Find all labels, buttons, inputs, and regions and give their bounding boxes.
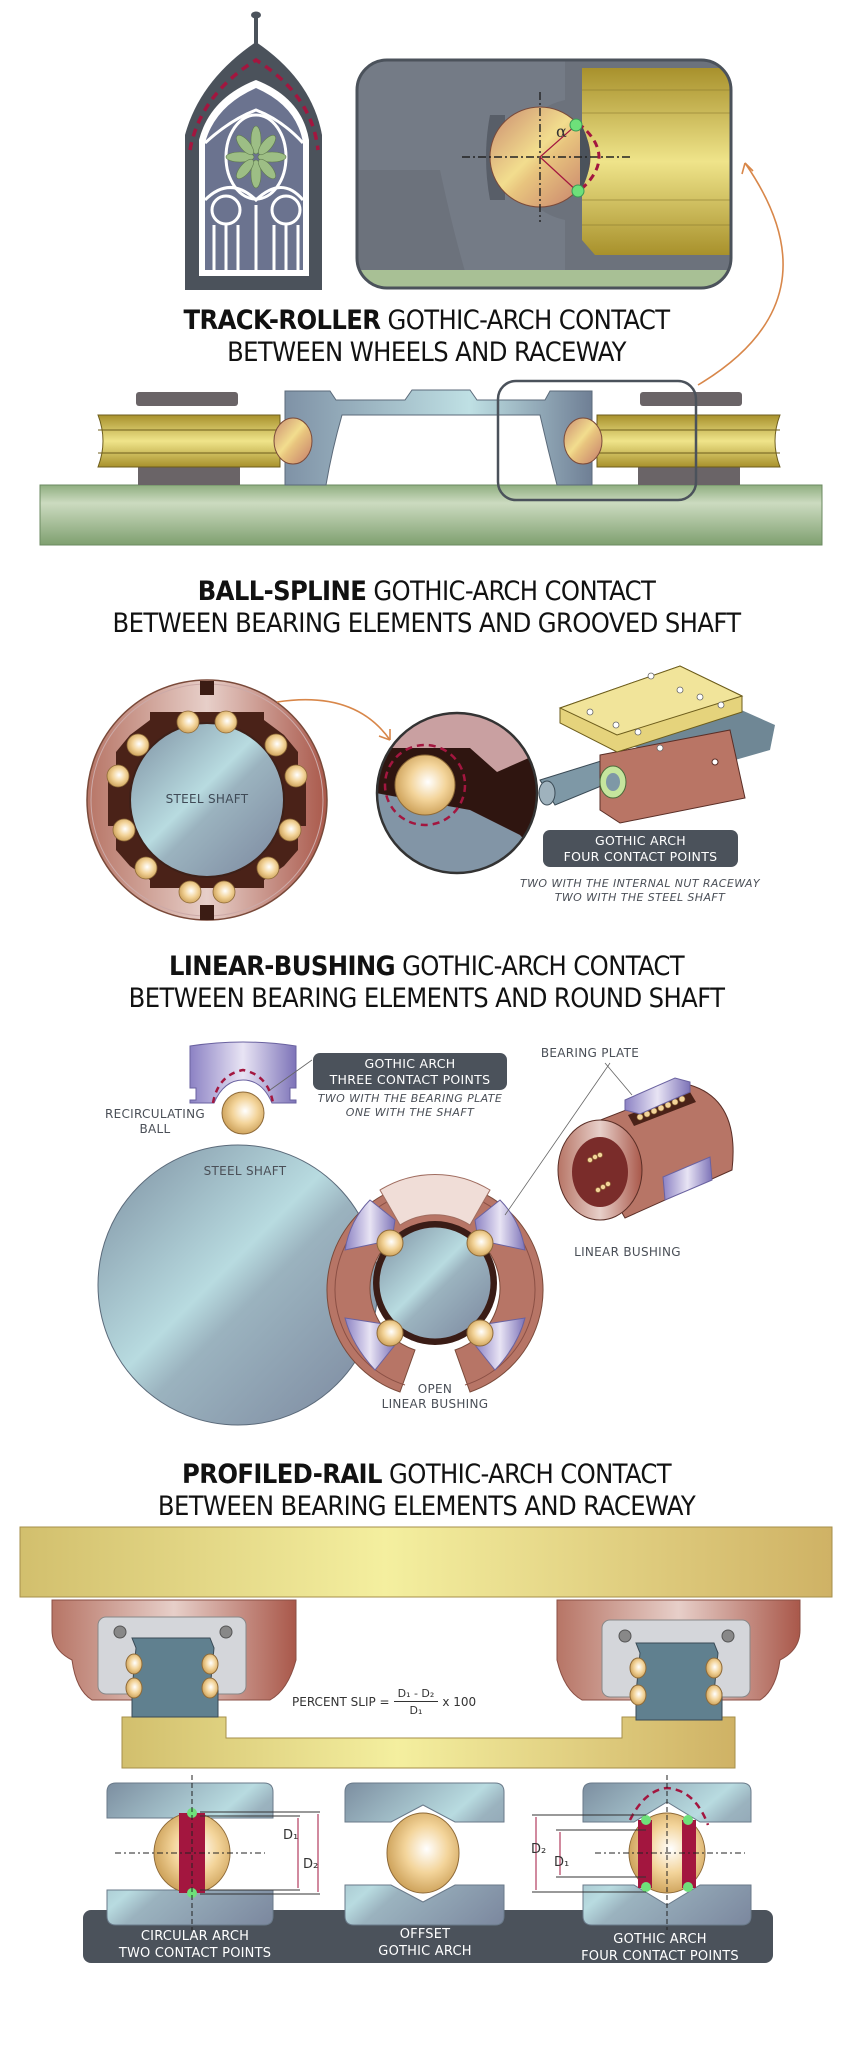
ball-spline-title: BALL-SPLINE GOTHIC-ARCH CONTACT BETWEEN … <box>0 576 853 640</box>
title-line-2: BETWEEN BEARING ELEMENTS AND RACEWAY <box>157 1491 696 1522</box>
dimension-d2-label: D₂ <box>303 1857 319 1872</box>
type-line-1: GOTHIC ARCH <box>613 1932 707 1947</box>
profiled-rail-assembly <box>19 1526 833 1769</box>
linear-bushing-diagram <box>97 1041 734 1426</box>
type-line-2: GOTHIC ARCH <box>378 1944 472 1959</box>
ball-spline-cross-section <box>86 679 328 921</box>
note-line-2: ONE WITH THE SHAFT <box>345 1106 475 1119</box>
contact-note: TWO WITH THE BEARING PLATE ONE WITH THE … <box>290 1092 530 1120</box>
gothic-arch-badge: GOTHIC ARCH FOUR CONTACT POINTS <box>543 830 738 867</box>
roller-contact-detail <box>355 58 733 290</box>
type-line-2: TWO CONTACT POINTS <box>118 1946 272 1961</box>
formula-denominator: D₁ <box>409 1704 423 1717</box>
title-rest: GOTHIC-ARCH CONTACT <box>380 305 671 336</box>
linear-bushing-label: LINEAR BUSHING <box>574 1245 681 1259</box>
type-line-2: FOUR CONTACT POINTS <box>581 1949 739 1964</box>
ball-spline-nut-3d <box>538 665 775 824</box>
bearing-plate-label: BEARING PLATE <box>540 1046 640 1060</box>
open-linear-bushing-label: OPEN LINEAR BUSHING <box>370 1382 500 1412</box>
title-rest: GOTHIC-ARCH CONTACT <box>381 1459 672 1490</box>
dimension-d1-label: D₁ <box>554 1855 570 1870</box>
title-line-2: BETWEEN WHEELS AND RACEWAY <box>227 337 626 368</box>
formula-numerator: D₁ - D₂ <box>393 1687 439 1702</box>
gothic-arch-badge: GOTHIC ARCH THREE CONTACT POINTS <box>313 1053 507 1090</box>
badge-line-1: GOTHIC ARCH <box>595 833 686 848</box>
title-bold: PROFILED-RAIL <box>182 1459 382 1490</box>
recirculating-ball-label: RECIRCULATING BALL <box>90 1107 220 1137</box>
steel-shaft-label: STEEL SHAFT <box>165 792 249 806</box>
contact-note: TWO WITH THE INTERNAL NUT RACEWAY TWO WI… <box>500 877 780 905</box>
arrow-head-icon <box>378 729 391 741</box>
title-line-2: BETWEEN BEARING ELEMENTS AND ROUND SHAFT <box>128 983 725 1014</box>
title-rest: GOTHIC-ARCH CONTACT <box>394 951 685 982</box>
title-rest: GOTHIC-ARCH CONTACT <box>366 576 656 607</box>
label-line-1: OPEN <box>417 1382 453 1396</box>
note-line-1: TWO WITH THE BEARING PLATE <box>317 1092 503 1105</box>
linear-bushing-title: LINEAR-BUSHING GOTHIC-ARCH CONTACT BETWE… <box>0 951 853 1015</box>
formula-fraction: D₁ - D₂ D₁ <box>393 1687 439 1717</box>
title-bold: TRACK-ROLLER <box>183 305 381 336</box>
gothic-window-icon <box>185 11 322 290</box>
contact-type-comparison <box>83 1775 773 1963</box>
percent-slip-formula: PERCENT SLIP = D₁ - D₂ D₁ x 100 <box>292 1687 476 1717</box>
callout-arrow <box>276 698 391 741</box>
label-line-2: BALL <box>139 1122 171 1136</box>
badge-line-1: GOTHIC ARCH <box>364 1056 456 1071</box>
track-roller-title: TRACK-ROLLER GOTHIC-ARCH CONTACT BETWEEN… <box>0 305 853 369</box>
title-line-2: BETWEEN BEARING ELEMENTS AND GROOVED SHA… <box>112 608 742 639</box>
dimension-d2-label: D₂ <box>531 1842 547 1857</box>
steel-shaft-label: STEEL SHAFT <box>203 1164 287 1178</box>
label-line-1: RECIRCULATING <box>104 1107 206 1121</box>
arrow-head-icon <box>741 162 754 175</box>
title-bold: BALL-SPLINE <box>197 576 367 607</box>
badge-line-2: FOUR CONTACT POINTS <box>563 849 718 864</box>
highlight-box <box>496 379 698 502</box>
note-line-1: TWO WITH THE INTERNAL NUT RACEWAY <box>519 877 761 890</box>
contact-type-circular-arch: CIRCULAR ARCH TWO CONTACT POINTS <box>95 1928 295 1962</box>
profiled-rail-title: PROFILED-RAIL GOTHIC-ARCH CONTACT BETWEE… <box>0 1459 853 1523</box>
badge-line-2: THREE CONTACT POINTS <box>329 1072 491 1087</box>
type-line-1: CIRCULAR ARCH <box>140 1929 250 1944</box>
type-line-1: OFFSET <box>399 1927 451 1942</box>
ball-spline-detail <box>375 711 539 875</box>
alpha-angle-label: α <box>556 122 567 141</box>
contact-type-gothic-arch: GOTHIC ARCH FOUR CONTACT POINTS <box>560 1931 760 1965</box>
dimension-d1-label: D₁ <box>283 1828 299 1843</box>
title-bold: LINEAR-BUSHING <box>168 951 396 982</box>
note-line-2: TWO WITH THE STEEL SHAFT <box>554 891 726 904</box>
formula-multiplier: x 100 <box>442 1695 477 1709</box>
contact-type-offset-gothic-arch: OFFSET GOTHIC ARCH <box>345 1926 505 1960</box>
callout-arrow <box>697 162 784 386</box>
label-line-2: LINEAR BUSHING <box>381 1397 489 1411</box>
track-roller-assembly <box>39 379 823 546</box>
formula-label: PERCENT SLIP = <box>292 1695 390 1709</box>
